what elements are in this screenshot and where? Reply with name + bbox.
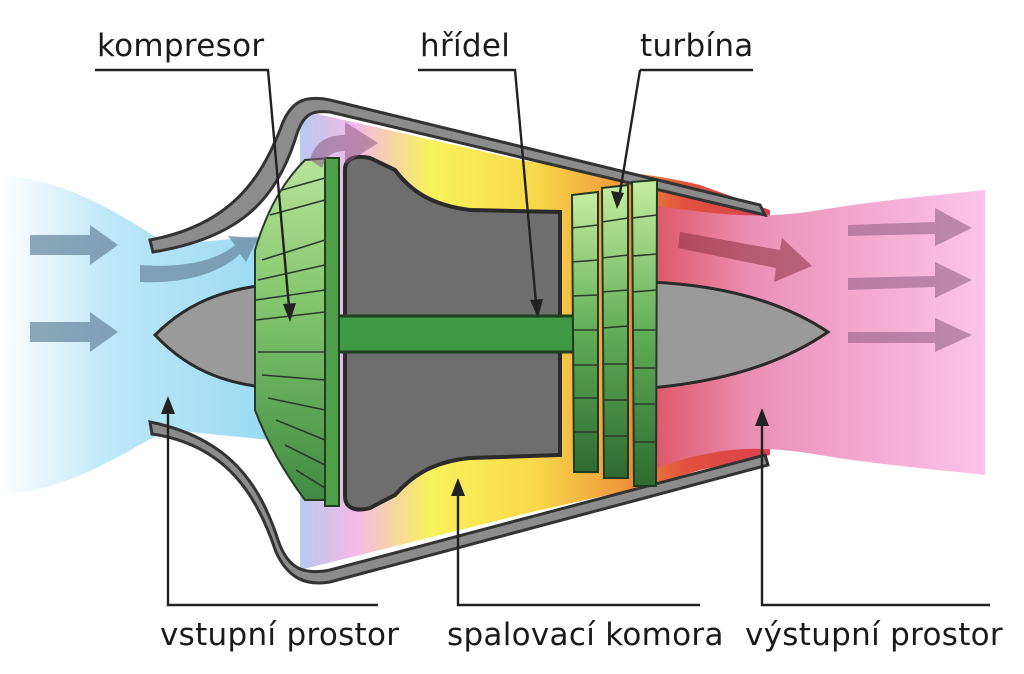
label-exhaust: výstupní prostor [745, 617, 1003, 653]
label-combustion-chamber: spalovací komora [447, 617, 724, 653]
turbine-leader [611, 68, 753, 209]
turbine-blades [570, 178, 659, 487]
exhaust-flow-arrows [678, 208, 972, 352]
intake-flow-arrows [30, 225, 258, 352]
label-turbine: turbína [640, 28, 754, 64]
exhaust-leader [755, 408, 990, 607]
shaft-leader [418, 68, 543, 318]
compressed-flow-arrow [310, 122, 378, 168]
combustion-leader [451, 478, 700, 607]
compressor-blades [254, 156, 340, 507]
intake-leader [161, 396, 378, 607]
upper-casing [148, 96, 768, 254]
tail-cone [648, 280, 831, 390]
label-intake: vstupní prostor [160, 617, 399, 653]
label-shaft: hřídel [420, 28, 510, 64]
compressor-leader [95, 68, 296, 322]
shaft [333, 314, 582, 354]
lower-casing [148, 420, 770, 585]
label-compressor: kompresor [97, 28, 264, 64]
